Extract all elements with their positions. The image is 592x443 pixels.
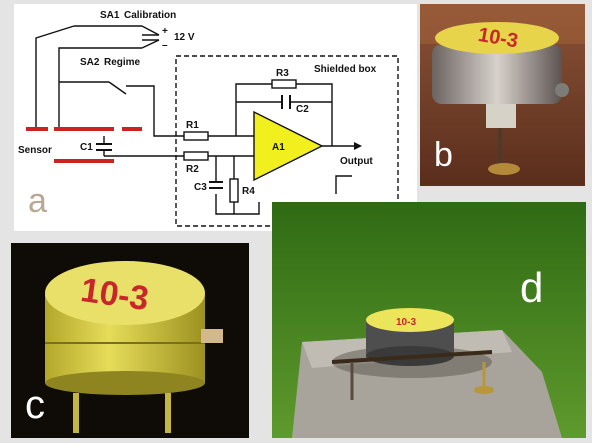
wire-sa2-right [126,85,155,128]
leg-right [165,393,171,433]
panel-d-photo: 10-3 d [272,202,586,438]
sa2-blade [108,81,127,95]
sensor-top-disc-d [366,308,454,332]
label-sensor: Sensor [18,145,52,156]
label-plus: + [162,26,168,37]
panel-letter-c: c [25,383,45,427]
label-minus: – [162,40,168,51]
panel-letter-a: a [28,182,47,220]
panel-c-photo: 10-3 c [11,243,249,438]
sensor-bracket [486,104,516,128]
panel-a-circuit-diagram: SA1 Calibration + – 12 V SA2 Regime Shie… [14,4,417,231]
wire-top-plate [153,128,184,137]
resistor-r2 [183,151,209,161]
output-arrow-head [354,142,362,150]
sa1-blade-bottom [141,39,160,49]
sensor-plate-top [54,127,114,131]
label-shielded-box: Shielded box [314,64,377,75]
label-r1: R1 [186,120,199,131]
sensor-top-disc [435,22,559,54]
sensor-plates [26,127,142,163]
photo-c-yellow-sensor: 10-3 [11,243,249,438]
label-a1: A1 [272,142,285,153]
sensor-plate-left [26,127,48,131]
output-ground-symbol [335,175,352,194]
label-sa2: SA2 [80,57,100,68]
label-r4: R4 [242,186,255,197]
label-r2: R2 [186,164,199,175]
wire-sa1-bottom-lead [58,47,74,128]
wire-feedback-right [296,83,333,146]
sensor-marking-c: 10-3 [78,271,151,318]
sa1-blade-top [141,25,160,36]
side-screw [555,83,569,97]
panel-letter-b: b [434,136,453,174]
panel-letter-d: d [520,264,544,311]
amplifier-a1 [253,110,324,182]
sensor-plate-right [122,127,142,131]
label-c1: C1 [80,142,93,153]
sensor-top-face [45,261,205,325]
circuit-schematic: SA1 Calibration + – 12 V SA2 Regime Shie… [18,10,399,227]
side-knob [201,329,223,343]
photo-b-sensor-closeup: 10-3 [420,4,585,186]
label-r3: R3 [276,68,289,79]
label-voltage: 12 V [174,32,195,43]
label-c2: C2 [296,104,309,115]
wire-c3-ground [215,194,260,215]
sensor-plate-bottom [54,159,114,163]
resistor-r3 [271,79,297,89]
resistor-r4 [229,178,239,203]
panel-b-photo: 10-3 b [420,4,585,186]
label-output: Output [340,156,373,167]
leg-left [73,393,79,433]
wire-sa1-left [35,25,75,128]
sensor-marking-d: 10-3 [396,317,416,328]
photo-d-field-installation: 10-3 [272,202,586,438]
label-calibration: Calibration [124,10,176,21]
resistor-r1 [183,131,209,141]
brass-foot-d [474,386,494,394]
label-regime: Regime [104,57,141,68]
shielded-box-outline [175,55,399,227]
sensor-metal-body [432,44,562,104]
brass-foot [488,163,520,175]
label-sa1: SA1 [100,10,120,21]
wire-feedback-left [235,83,272,136]
label-c3: C3 [194,182,207,193]
